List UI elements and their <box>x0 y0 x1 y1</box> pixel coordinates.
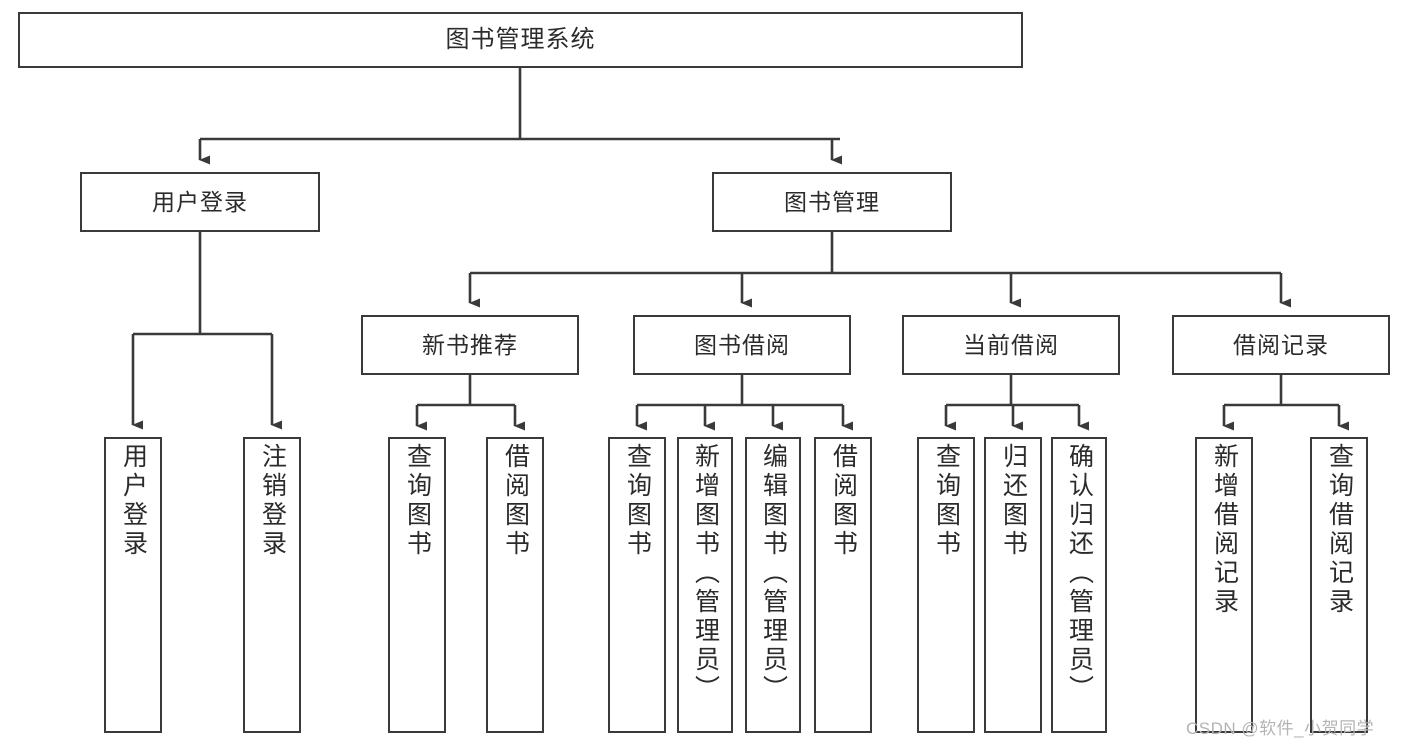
node-label: 编辑图书（管理员） <box>759 443 788 704</box>
leaf-return-books[interactable]: 归还图书 <box>984 437 1042 733</box>
node-label: 确认归还（管理员） <box>1065 443 1094 704</box>
node-label: 查询图书 <box>623 443 652 559</box>
leaf-borrow-books-recommend[interactable]: 借阅图书 <box>486 437 544 733</box>
node-label: 查询图书 <box>403 443 432 559</box>
node-label: 新增借阅记录 <box>1210 443 1239 617</box>
node-label: 新书推荐 <box>422 331 518 358</box>
leaf-confirm-return-admin[interactable]: 确认归还（管理员） <box>1051 437 1107 733</box>
leaf-query-books-recommend[interactable]: 查询图书 <box>388 437 446 733</box>
leaf-add-book-admin[interactable]: 新增图书（管理员） <box>677 437 733 733</box>
leaf-query-books-borrowing[interactable]: 查询图书 <box>608 437 666 733</box>
node-label: 图书借阅 <box>694 331 790 358</box>
node-label: 图书管理 <box>784 188 880 215</box>
leaf-query-borrow-record[interactable]: 查询借阅记录 <box>1310 437 1368 733</box>
leaf-edit-book-admin[interactable]: 编辑图书（管理员） <box>745 437 801 733</box>
node-borrow-records[interactable]: 借阅记录 <box>1172 315 1390 375</box>
node-label: 新增图书（管理员） <box>691 443 720 704</box>
node-label: 当前借阅 <box>963 331 1059 358</box>
node-user-login[interactable]: 用户登录 <box>80 172 320 232</box>
leaf-add-borrow-record[interactable]: 新增借阅记录 <box>1195 437 1253 733</box>
node-root-book-management-system[interactable]: 图书管理系统 <box>18 12 1023 68</box>
node-current-borrowing[interactable]: 当前借阅 <box>902 315 1120 375</box>
leaf-logout[interactable]: 注销登录 <box>243 437 301 733</box>
leaf-borrow-books[interactable]: 借阅图书 <box>814 437 872 733</box>
node-label: 查询借阅记录 <box>1325 443 1354 617</box>
node-label: 归还图书 <box>999 443 1028 559</box>
node-new-book-recommendation[interactable]: 新书推荐 <box>361 315 579 375</box>
node-book-borrowing[interactable]: 图书借阅 <box>633 315 851 375</box>
csdn-watermark: CSDN @软件_小贺同学 <box>1186 719 1375 738</box>
node-label: 用户登录 <box>119 443 148 559</box>
node-label: 注销登录 <box>258 443 287 559</box>
node-book-management[interactable]: 图书管理 <box>712 172 952 232</box>
leaf-user-login[interactable]: 用户登录 <box>104 437 162 733</box>
node-label: 图书管理系统 <box>445 26 596 54</box>
node-label: 借阅图书 <box>501 443 530 559</box>
node-label: 借阅记录 <box>1233 331 1329 358</box>
leaf-query-books-current[interactable]: 查询图书 <box>917 437 975 733</box>
node-label: 查询图书 <box>932 443 961 559</box>
node-label: 借阅图书 <box>829 443 858 559</box>
node-label: 用户登录 <box>152 188 248 215</box>
